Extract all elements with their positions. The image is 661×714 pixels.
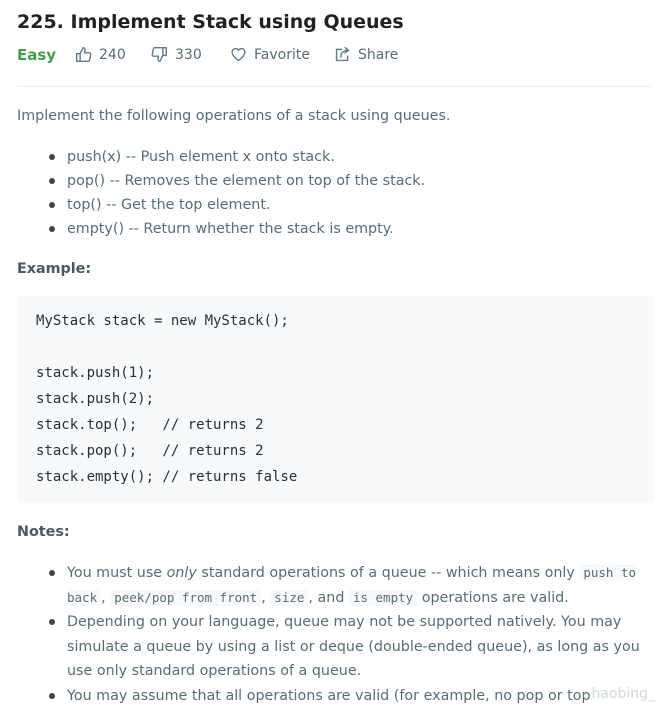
- favorite-button[interactable]: Favorite: [230, 46, 310, 63]
- dislike-count: 330: [175, 46, 202, 63]
- code-line: stack.pop(); // returns 2: [36, 443, 264, 459]
- like-count: 240: [99, 46, 126, 63]
- example-heading: Example:: [17, 261, 92, 277]
- watermark: haobing_: [591, 686, 655, 702]
- note-text: ,: [101, 589, 111, 606]
- operations-list: push(x) -- Push element x onto stack. po…: [49, 147, 425, 243]
- notes-heading: Notes:: [17, 524, 70, 540]
- operation-item: top() -- Get the top element.: [49, 195, 425, 219]
- notes-list: You must use only standard operations of…: [49, 561, 649, 708]
- note-text: ,: [261, 589, 271, 606]
- note-text: operations are valid.: [417, 589, 569, 606]
- note-text: standard operations of a queue -- which …: [196, 565, 580, 581]
- inline-code: size: [270, 588, 309, 606]
- operation-item: pop() -- Removes the element on top of t…: [49, 171, 425, 195]
- code-line: MyStack stack = new MyStack();: [36, 313, 289, 329]
- thumbs-down-icon: [151, 46, 168, 63]
- favorite-label: Favorite: [254, 46, 310, 63]
- difficulty-badge: Easy: [17, 46, 57, 64]
- note-text: , and: [308, 589, 349, 606]
- thumbs-up-icon: [75, 46, 92, 63]
- code-line: stack.empty(); // returns false: [36, 469, 298, 485]
- problem-title: 225. Implement Stack using Queues: [17, 11, 404, 33]
- like-button[interactable]: 240: [75, 46, 126, 63]
- header-divider: [17, 86, 652, 87]
- heart-icon: [231, 47, 246, 62]
- note-text: You must use: [67, 565, 167, 581]
- note-item: You must use only standard operations of…: [49, 561, 649, 610]
- share-button[interactable]: Share: [334, 46, 398, 63]
- dislike-button[interactable]: 330: [151, 46, 202, 63]
- code-line: stack.top(); // returns 2: [36, 417, 264, 433]
- inline-code: is empty: [348, 588, 418, 606]
- note-item: You may assume that all operations are v…: [49, 684, 649, 709]
- note-emphasis: only: [166, 565, 197, 581]
- inline-code: peek/pop from front: [110, 588, 262, 606]
- note-item: Depending on your language, queue may no…: [49, 610, 649, 684]
- operation-item: push(x) -- Push element x onto stack.: [49, 147, 425, 171]
- code-line: stack.push(2);: [36, 391, 155, 407]
- operation-item: empty() -- Return whether the stack is e…: [49, 219, 425, 243]
- share-label: Share: [358, 46, 399, 63]
- description-intro: Implement the following operations of a …: [17, 108, 451, 124]
- example-code-block: MyStack stack = new MyStack(); stack.pus…: [17, 296, 654, 503]
- code-line: stack.push(1);: [36, 365, 155, 381]
- share-icon: [335, 46, 350, 62]
